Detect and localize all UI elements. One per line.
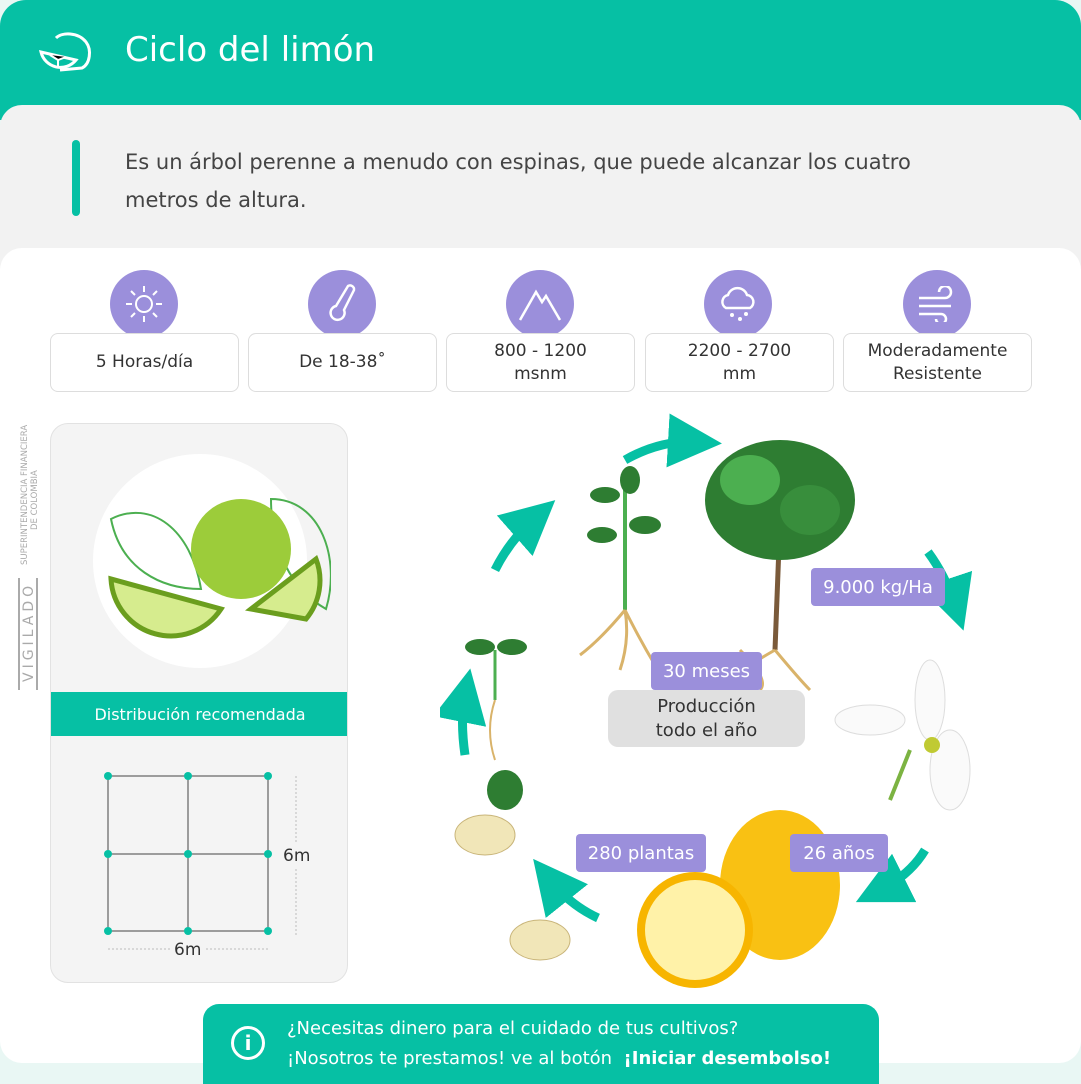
germinating-seed-illustration [454, 770, 523, 856]
lime-illustration [108, 497, 331, 639]
stat-unit: msnm [514, 363, 567, 384]
tree-illustration [705, 440, 855, 692]
stat-unit: mm [722, 363, 757, 384]
flower-illustration [834, 659, 971, 811]
thermometer-icon [308, 270, 376, 338]
intro-section: Es un árbol perenne a menudo con espinas… [0, 105, 1081, 275]
wind-icon [903, 270, 971, 338]
production-label: Producción todo el año [608, 690, 805, 747]
stat-temperature: De 18-38˚ [248, 333, 437, 392]
header: Ciclo del limón [0, 0, 1081, 120]
sprout-illustration [465, 639, 527, 761]
distribution-title: Distribución recomendada [51, 692, 347, 736]
banner-line2: ¡Nosotros te prestamos! ve al botón [287, 1048, 613, 1069]
sun-icon [110, 270, 178, 338]
loan-banner[interactable]: i ¿Necesitas dinero para el cuidado de t… [203, 1004, 879, 1084]
watermark-vigilado: VIGILADO [21, 582, 37, 682]
intro-text: Es un árbol perenne a menudo con espinas… [125, 150, 911, 212]
vigilado-watermark: SUPERINTENDENCIA FINANCIERA DE COLOMBIA … [18, 425, 40, 690]
page-title: Ciclo del limón [125, 30, 376, 70]
seed-illustration [509, 919, 571, 961]
months-label: 30 meses [651, 652, 762, 690]
stat-sun-hours: 5 Horas/día [50, 333, 239, 392]
lemon-icon [38, 32, 91, 72]
info-icon: i [231, 1026, 265, 1060]
stat-value: 5 Horas/día [95, 352, 194, 372]
grid-height-label: 6m [283, 846, 310, 866]
stat-value: 800 - 1200 [494, 340, 587, 361]
banner-line1: ¿Necesitas dinero para el cuidado de tus… [287, 1018, 739, 1039]
stat-unit: Resistente [893, 363, 982, 384]
watermark-line1: SUPERINTENDENCIA FINANCIERA [20, 425, 30, 565]
distribution-grid: 6m 6m [104, 772, 310, 960]
rain-cloud-icon [704, 270, 772, 338]
stat-value: De 18-38˚ [299, 352, 386, 372]
yield-label: 9.000 kg/Ha [811, 568, 945, 606]
watermark-line2: DE COLOMBIA [30, 470, 40, 530]
young-plant-illustration [579, 466, 661, 671]
stat-value: Moderadamente [867, 340, 1008, 361]
distribution-panel: Distribución recomendada 6m 6m [50, 423, 348, 983]
accent-bar [72, 140, 80, 216]
plants-label: 280 plantas [576, 834, 706, 872]
stat-value: 2200 - 2700 [687, 340, 792, 361]
years-label: 26 años [790, 834, 888, 872]
grid-width-label: 6m [174, 940, 201, 960]
disbursement-link[interactable]: ¡Iniciar desembolso! [623, 1048, 832, 1069]
mountain-icon [506, 270, 574, 338]
